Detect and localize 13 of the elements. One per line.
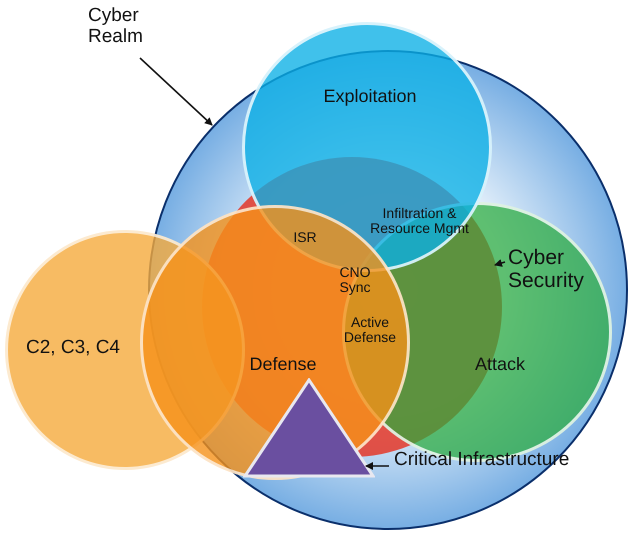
leader-arrow (365, 462, 389, 470)
realm-label: Cyber Realm (88, 6, 158, 56)
circle-label: Exploitation (322, 87, 418, 107)
region-label: CNO Sync (338, 265, 372, 296)
triangle-shape (243, 378, 375, 478)
region-label: Active Defense (342, 315, 398, 346)
security-label: Cyber Security (508, 246, 638, 306)
circle-label: C2, C3, C4 (25, 338, 121, 359)
circle-label: Attack (474, 355, 526, 375)
circle-label: Defense (248, 355, 318, 375)
leader-arrow (494, 259, 506, 267)
leader-arrow (139, 57, 213, 126)
region-label: ISR (292, 230, 318, 246)
